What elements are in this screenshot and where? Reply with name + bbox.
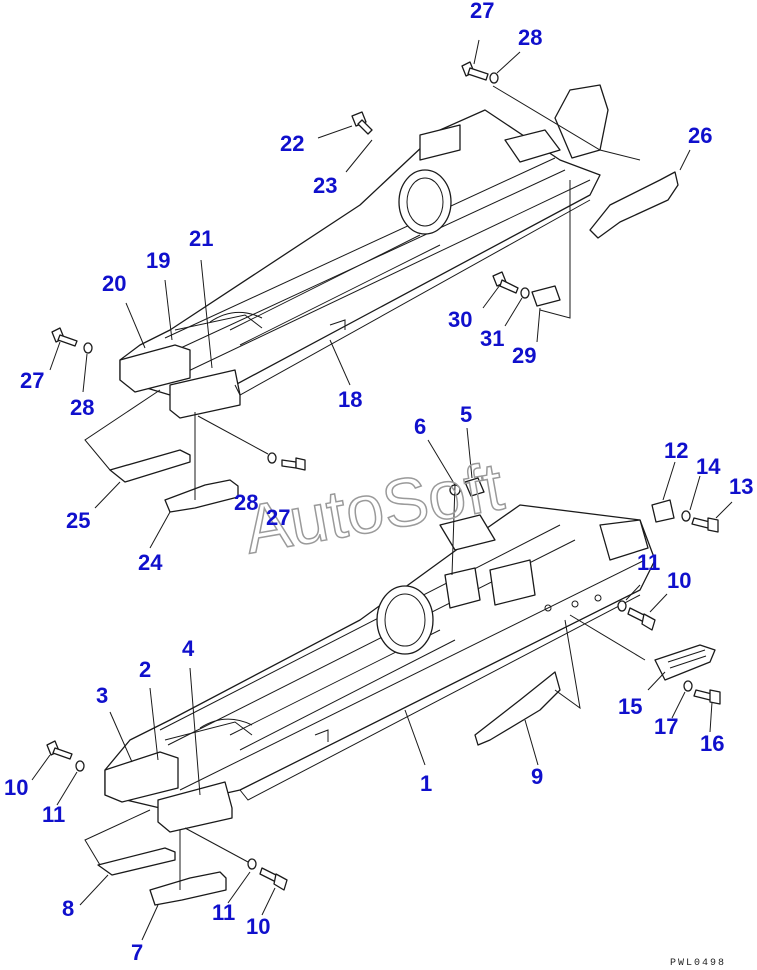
callout-19: 19: [146, 248, 170, 273]
callout-7: 7: [131, 940, 143, 965]
callout-25: 25: [66, 508, 90, 533]
plate-12: [651, 499, 675, 523]
callout-24: 24: [138, 550, 163, 575]
bolt-10-right: [627, 607, 656, 631]
callout-26: 26: [688, 123, 712, 148]
callout-30: 30: [448, 307, 472, 332]
callout-4: 4: [182, 636, 195, 661]
plate-29: [531, 285, 561, 307]
guard-9: [474, 671, 561, 746]
callout-16: 16: [700, 731, 724, 756]
callout-11-bottom: 11: [212, 900, 235, 925]
callout-27-mid: 27: [266, 505, 290, 530]
bolt-16: [693, 689, 721, 705]
callout-12: 12: [664, 438, 688, 463]
bolt-22: [351, 111, 373, 135]
callout-10-left: 10: [4, 775, 28, 800]
callout-31: 31: [480, 326, 504, 351]
callout-13: 13: [729, 474, 753, 499]
callout-10-right: 10: [667, 568, 691, 593]
bolt-30: [492, 271, 519, 294]
step-15-tread: [667, 649, 707, 669]
callout-11-left: 11: [42, 802, 65, 827]
callout-5: 5: [460, 402, 472, 427]
callout-20: 20: [102, 271, 126, 296]
callout-6: 6: [414, 414, 426, 439]
callout-9: 9: [531, 764, 543, 789]
lower-track-frame: [104, 504, 656, 833]
lower-leader-lines: [31, 427, 733, 941]
callout-labels: 27 28 26 22 23 21 19 20 27 28 18 30 31 2…: [4, 0, 753, 965]
callout-10-bottom: 10: [246, 914, 270, 939]
upper-track-frame: [119, 84, 609, 419]
guard-7: [149, 871, 227, 906]
callout-8: 8: [62, 896, 74, 921]
callout-21: 21: [189, 226, 213, 251]
washer-28-mid: [267, 452, 277, 464]
callout-28-left: 28: [70, 395, 94, 420]
guard-26: [589, 171, 679, 239]
callout-11-right: 11: [637, 550, 660, 575]
callout-27-top: 27: [470, 0, 494, 23]
guard-8: [97, 847, 176, 876]
callout-18: 18: [338, 387, 362, 412]
washer-17: [683, 680, 693, 692]
washer-31: [520, 287, 530, 299]
washer-28-left: [83, 342, 93, 354]
bolt-27-left: [51, 327, 78, 347]
callout-27-left: 27: [20, 368, 44, 393]
bolt-10-left: [46, 740, 73, 760]
washer-14: [681, 510, 691, 522]
callout-14: 14: [696, 454, 721, 479]
callout-17: 17: [654, 714, 678, 739]
callout-3: 3: [96, 683, 108, 708]
upper-leader-lines: [49, 39, 691, 549]
callout-22: 22: [280, 131, 304, 156]
callout-28-mid: 28: [234, 490, 258, 515]
callout-28-top: 28: [518, 25, 542, 50]
callout-15: 15: [618, 694, 642, 719]
bolt-10-bottom: [259, 867, 288, 891]
callout-2: 2: [139, 657, 151, 682]
callout-23: 23: [313, 173, 337, 198]
washer-11-bottom: [247, 858, 257, 870]
washer-28-top: [489, 72, 499, 84]
washer-11-left: [75, 760, 85, 772]
bolt-27-mid: [281, 457, 306, 471]
washer-11-right: [617, 600, 627, 612]
bolt-13: [691, 517, 719, 533]
callout-29: 29: [512, 343, 536, 368]
drawing-code: PWL0498: [670, 958, 726, 969]
callout-1: 1: [420, 771, 432, 796]
bolt-27-top: [461, 61, 489, 81]
guard-25: [109, 449, 191, 483]
guard-24: [164, 479, 239, 513]
